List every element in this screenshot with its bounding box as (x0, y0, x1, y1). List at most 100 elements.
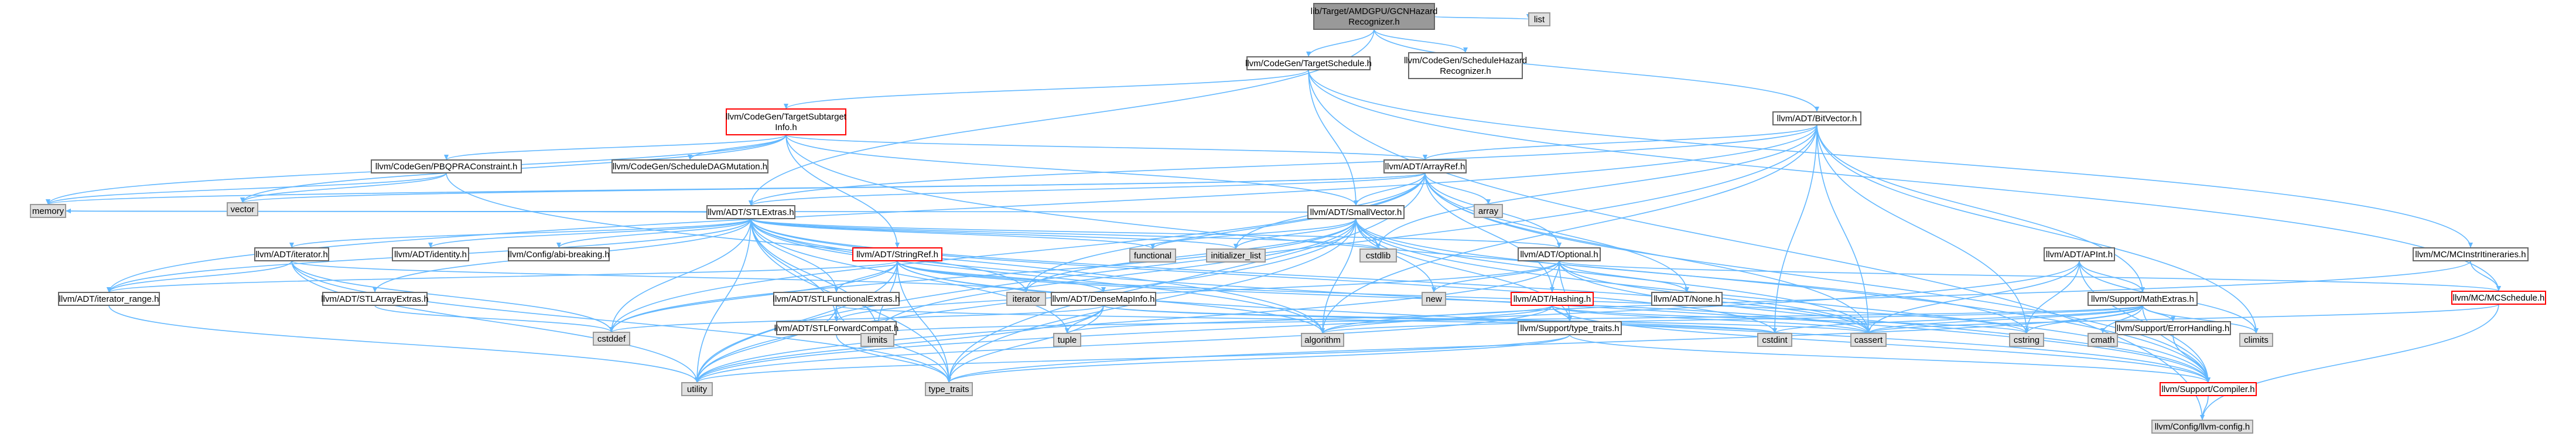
node-identity[interactable]: llvm/ADT/identity.h (392, 247, 469, 261)
arrowhead-arrayref-to-stlextras (749, 200, 753, 206)
edge-stlextras-to-cassert (750, 218, 1869, 334)
node-iterator[interactable]: llvm/ADT/iterator.h (254, 247, 329, 261)
node-typetraits[interactable]: type_traits (925, 382, 973, 396)
node-optional[interactable]: llvm/ADT/Optional.h (1518, 247, 1601, 261)
node-box (1051, 292, 1156, 306)
edge-stlextras-to-identity (430, 218, 751, 248)
node-new[interactable]: new (1422, 292, 1446, 306)
node-stlarray[interactable]: llvm/ADT/STLArrayExtras.h (321, 292, 429, 306)
node-iteratorstd[interactable]: iterator (1006, 292, 1046, 306)
node-algorithm[interactable]: algorithm (1301, 333, 1344, 347)
edge-mathextras-to-limits (877, 305, 2143, 334)
edge-arrayref-to-hashing (1424, 172, 1553, 293)
node-mcinstr[interactable]: llvm/MC/MCInstrItineraries.h (2413, 247, 2529, 261)
node-stringref[interactable]: llvm/ADT/StringRef.h (852, 247, 942, 261)
arrowhead-tsched-to-tsub (784, 104, 788, 109)
node-cassert[interactable]: cassert (1850, 333, 1887, 347)
node-label: llvm/ADT/Hashing.h (1514, 294, 1591, 304)
node-typetraitsh[interactable]: llvm/Support/type_traits.h (1518, 321, 1622, 335)
edge-bitvec-to-cassert (1816, 124, 1869, 334)
edge-bitvec-to-mathextras (1816, 124, 2143, 293)
node-none[interactable]: llvm/ADT/None.h (1651, 292, 1723, 306)
node-label: llvm/CodeGen/PBQPRAConstraint.h (375, 162, 518, 172)
node-list[interactable]: list (1528, 12, 1550, 26)
node-apint[interactable]: llvm/ADT/APInt.h (2044, 247, 2115, 261)
node-utility[interactable]: utility (681, 382, 713, 396)
node-arrayref[interactable]: llvm/ADT/ArrayRef.h (1383, 159, 1467, 173)
edge-stlfwd-to-typetraits (836, 334, 949, 383)
node-label: memory (32, 206, 64, 216)
node-pbqp[interactable]: llvm/CodeGen/PBQPRAConstraint.h (371, 159, 522, 173)
node-box (2451, 291, 2546, 305)
node-hashing[interactable]: llvm/ADT/Hashing.h (1511, 292, 1594, 306)
node-smallvec[interactable]: llvm/ADT/SmallVector.h (1307, 205, 1405, 219)
node-tuple[interactable]: tuple (1053, 333, 1081, 347)
node-stlextras[interactable]: llvm/ADT/STLExtras.h (706, 205, 795, 219)
node-box (1006, 292, 1046, 306)
edge-stlextras-to-functional (750, 218, 1153, 250)
edge-pbqp-to-memory (47, 172, 447, 205)
node-label: cassert (1854, 335, 1883, 345)
node-array[interactable]: array (1474, 204, 1503, 218)
arrowhead-hashing-to-tuple (1065, 328, 1070, 333)
node-itrange[interactable]: llvm/ADT/iterator_range.h (58, 292, 160, 306)
node-label: climits (2244, 335, 2268, 345)
node-abi[interactable]: llvm/Config/abi-breaking.h (508, 247, 610, 261)
node-limits[interactable]: limits (860, 333, 894, 347)
node-compiler[interactable]: llvm/Support/Compiler.h (2160, 382, 2257, 396)
node-label: llvm/ADT/BitVector.h (1777, 114, 1857, 124)
arrowhead-tsub-to-stringref (895, 243, 900, 248)
edge-smallvec-to-cstring (1355, 218, 2027, 334)
node-cstddef[interactable]: cstddef (593, 332, 630, 346)
node-label: llvm/ADT/APInt.h (2046, 250, 2113, 260)
node-box (726, 108, 846, 135)
node-functional[interactable]: functional (1129, 248, 1176, 263)
node-box (852, 247, 942, 261)
node-climits[interactable]: climits (2239, 333, 2273, 347)
node-densemap[interactable]: llvm/ADT/DenseMapInfo.h (1051, 292, 1156, 306)
node-tsched[interactable]: llvm/CodeGen/TargetSchedule.h (1245, 56, 1372, 70)
node-stlfwd[interactable]: llvm/ADT/STLForwardCompat.h (774, 321, 899, 335)
node-cstdint[interactable]: cstdint (1757, 333, 1792, 347)
node-cstdlib[interactable]: cstdlib (1359, 248, 1397, 263)
node-initlist[interactable]: initializer_list (1206, 248, 1266, 263)
node-box (1422, 292, 1446, 306)
edge-hashing-to-utility (696, 305, 1553, 383)
node-label: new (1426, 294, 1442, 304)
node-label: list (1534, 15, 1545, 25)
node-label: lib/Target/AMDGPU/GCNHazard (1311, 6, 1438, 16)
edge-errhandling-to-compiler (2172, 334, 2209, 383)
edge-apint-to-utility (696, 260, 2080, 383)
edge-stringref-to-cassert (897, 260, 1869, 334)
arrowhead-stlextras-to-optional (1557, 243, 1562, 248)
node-mcsched[interactable]: llvm/MC/MCSchedule.h (2451, 291, 2546, 305)
node-label: llvm/ADT/ArrayRef.h (1385, 162, 1465, 172)
arrowhead-stringref-to-stlfunc (834, 287, 839, 292)
arrowhead-mathextras-to-cmath (2100, 328, 2105, 333)
node-label: llvm/ADT/SmallVector.h (1310, 207, 1402, 217)
arrowhead-smallvec-to-functional (1150, 244, 1155, 249)
node-label: llvm/ADT/iterator_range.h (59, 294, 159, 304)
node-label: llvm/CodeGen/ScheduleHazard (1404, 56, 1527, 66)
node-stlfunc[interactable]: llvm/ADT/STLFunctionalExtras.h (773, 292, 900, 306)
node-label: llvm/ADT/STLExtras.h (708, 207, 794, 217)
edge-stlextras-to-stlfunc (750, 218, 837, 293)
node-sdagmut[interactable]: llvm/CodeGen/ScheduleDAGMutation.h (611, 159, 768, 173)
edge-root-to-shr (1374, 29, 1466, 53)
node-cstring[interactable]: cstring (2009, 333, 2044, 347)
node-vector[interactable]: vector (227, 202, 258, 216)
node-box (2413, 247, 2529, 261)
edge-mathextras-to-typetraits (948, 305, 2143, 383)
node-memory[interactable]: memory (30, 204, 66, 218)
node-label: array (1478, 206, 1499, 216)
node-cmath[interactable]: cmath (2088, 333, 2118, 347)
node-box (593, 332, 630, 346)
node-bitvec[interactable]: llvm/ADT/BitVector.h (1772, 111, 1861, 125)
node-llvmconfig[interactable]: llvm/Config/llvm-config.h (2151, 420, 2253, 434)
node-errhandling[interactable]: llvm/Support/ErrorHandling.h (2115, 321, 2231, 335)
node-mathextras[interactable]: llvm/Support/MathExtras.h (2088, 292, 2198, 306)
node-label: llvm/Config/llvm-config.h (2155, 422, 2250, 432)
